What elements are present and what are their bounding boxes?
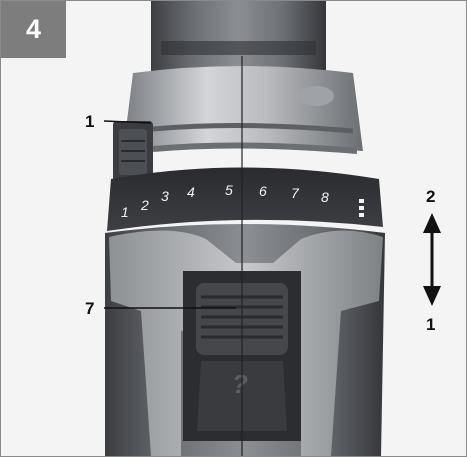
torque-scale-number: 2 [140,197,149,213]
arrow-bottom-label: 1 [426,315,436,334]
torque-scale-number: 5 [225,182,233,198]
double-arrow-icon [423,213,441,306]
torque-scale-number: 6 [259,183,267,199]
chuck [151,1,326,71]
torque-ring [107,167,383,231]
gear-collar [123,66,363,153]
torque-scale-number: 8 [321,189,329,205]
callout-1-label: 1 [85,112,95,131]
figure-number-badge: 4 [1,1,66,58]
torque-scale-number: 4 [187,184,195,200]
svg-text:?: ? [232,369,248,399]
torque-scale-number: 3 [161,188,169,204]
torque-scale-number: 1 [121,204,129,220]
arrow-top-label: 2 [426,187,436,206]
trigger-frame [109,230,383,456]
torque-scale-number: 7 [291,185,300,201]
callout-1-leader [103,120,152,124]
callout-7-label: 7 [85,299,95,318]
